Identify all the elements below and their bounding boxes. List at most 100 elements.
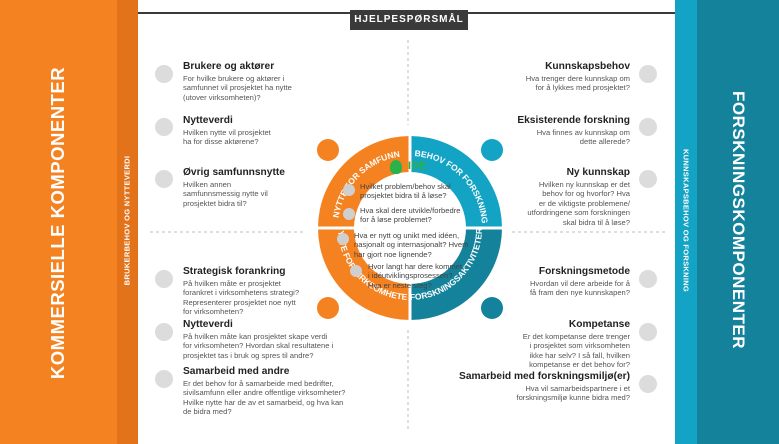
idea-bulb-icon bbox=[390, 160, 402, 174]
item-line: for virksomheten? bbox=[183, 307, 244, 317]
item-line: ikke har selv? I så fall, hvilken bbox=[529, 350, 630, 360]
question-line: for å løse problemet? bbox=[360, 215, 432, 225]
ring-segment-forskning bbox=[410, 136, 502, 228]
item-line: Hvordan vil dere arbeide for å bbox=[529, 279, 630, 288]
item-line: (utover virksomheten)? bbox=[183, 92, 261, 102]
target-icon bbox=[317, 297, 339, 319]
center-question-2: Hva skal dere utvikle/forbedre for å løs… bbox=[360, 206, 460, 225]
item-line: Hva vil samarbeidspartnere i et bbox=[525, 384, 630, 393]
ring-segment-virksomhet bbox=[318, 228, 410, 320]
item-line: Hvilke nytte har de av et samarbeid, og … bbox=[183, 397, 344, 407]
diamond-icon bbox=[155, 118, 173, 136]
item-kunnskapsbehov: Kunnskapsbehov Hva trenger dere kunnskap… bbox=[455, 60, 630, 93]
chess-icon bbox=[155, 270, 173, 288]
handshake-icon bbox=[155, 370, 173, 388]
item-title: Nytteverdi bbox=[183, 319, 233, 330]
item-samfunnsnytte: Øvrig samfunnsnytte Hvilken annen samfun… bbox=[183, 166, 348, 208]
question-line: Hva skal dere utvikle/forbedre bbox=[360, 206, 461, 215]
item-line: På hvilken måte kan prosjektet skape ver… bbox=[183, 332, 328, 341]
question-line: Hva er nytt og unikt med idéen, bbox=[354, 231, 460, 240]
book-icon bbox=[639, 65, 657, 83]
document-icon bbox=[639, 118, 657, 136]
link-icon bbox=[639, 375, 657, 393]
left-subband: BRUKERBEHOV OG NYTTEVERDI bbox=[117, 0, 138, 444]
item-line: Er det behov for å samarbeide med bedrif… bbox=[183, 379, 334, 388]
item-brukere: Brukere og aktører For hvilke brukere og… bbox=[183, 60, 348, 102]
question-line: prosjektet bidra til å løse? bbox=[360, 191, 447, 201]
steps-icon bbox=[350, 265, 362, 277]
right-band: FORSKNINGSKOMPONENTER bbox=[697, 0, 779, 444]
item-line: Representerer prosjektet noe nytt bbox=[183, 297, 296, 307]
item-line: samfunnsmessig nytte vil bbox=[183, 189, 268, 199]
item-line: Hvilken annen bbox=[183, 180, 232, 189]
question-line: i idéutviklingsprosessen? bbox=[368, 271, 453, 281]
right-subband: KUNNSKAPSBEHOV OG FORSKNING bbox=[675, 0, 697, 444]
item-line: i prosjektet som virksomheten bbox=[529, 341, 630, 351]
item-kompetanse: Kompetanse Er det kompetanse dere trenge… bbox=[450, 318, 630, 370]
item-line: Hva trenger dere kunnskap om bbox=[525, 74, 630, 83]
item-line: dette allerede? bbox=[579, 137, 630, 147]
item-ny-kunnskap: Ny kunnskap Hvilken ny kunnskap er det b… bbox=[455, 166, 630, 227]
item-line: Er det kompetanse dere trenger bbox=[522, 332, 630, 341]
item-line: Hvilken ny kunnskap er det bbox=[538, 180, 630, 189]
center-question-4: Hvor langt har dere kommet i idéutviklin… bbox=[368, 262, 462, 290]
item-line: behov for og hvorfor? Hva bbox=[542, 189, 630, 199]
item-forskningsmetode: Forskningsmetode Hvordan vil dere arbeid… bbox=[450, 265, 630, 298]
item-samarbeid-forskning: Samarbeid med forskningsmiljø(er) Hva vi… bbox=[430, 370, 630, 403]
item-title: Nytteverdi bbox=[183, 115, 233, 126]
item-line: forankret i virksomhetens strategi? bbox=[183, 288, 300, 298]
item-samarbeid-andre: Samarbeid med andre Er det behov for å s… bbox=[183, 365, 373, 417]
item-title: Forskningsmetode bbox=[538, 266, 630, 277]
star-icon bbox=[337, 233, 349, 245]
diamond-icon bbox=[155, 323, 173, 341]
question-line: nasjonalt og internasjonalt? Hvem bbox=[354, 240, 469, 250]
microscope-icon bbox=[639, 270, 657, 288]
globe-icon bbox=[155, 170, 173, 188]
question-line: Hva er neste steg? bbox=[368, 280, 432, 290]
ring-segment-aktiviteter bbox=[410, 228, 502, 320]
item-line: utfordringene som forskningen bbox=[527, 208, 630, 218]
item-title: Strategisk forankring bbox=[183, 266, 286, 277]
person-icon bbox=[639, 323, 657, 341]
item-line: Hvilken nytte vil prosjektet bbox=[183, 128, 271, 137]
users-icon bbox=[317, 139, 339, 161]
question-line: Hvor langt har dere kommet bbox=[368, 262, 463, 271]
ring-segment-samfunn bbox=[318, 136, 410, 228]
item-line: På hvilken måte er prosjektet bbox=[183, 279, 281, 288]
item-line: prosjektet tas i bruk og spres til andre… bbox=[183, 350, 314, 360]
item-line: få fram den nye kunnskapen? bbox=[529, 288, 630, 298]
idea-ring: NYTTE FOR SAMFUNN BEHOV FOR FORSKNING FO… bbox=[300, 118, 506, 324]
item-line: ha for disse aktørene? bbox=[183, 137, 259, 147]
idea-title: IDÉ bbox=[408, 160, 427, 172]
item-line: kompetanse er det behov for? bbox=[529, 360, 630, 370]
item-title: Samarbeid med andre bbox=[183, 366, 290, 377]
item-title: Kunnskapsbehov bbox=[545, 61, 630, 72]
item-line: for å lykkes med prosjektet? bbox=[535, 83, 630, 93]
item-line: prosjektet bidra til? bbox=[183, 198, 247, 208]
item-eksisterende: Eksisterende forskning Hva finnes av kun… bbox=[455, 114, 630, 147]
item-line: Hva finnes av kunnskap om bbox=[536, 128, 630, 137]
item-title: Brukere og aktører bbox=[183, 61, 275, 72]
header-title: HJELPESPØRSMÅL bbox=[350, 10, 468, 30]
item-title: Eksisterende forskning bbox=[517, 115, 630, 126]
item-title: Kompetanse bbox=[568, 319, 630, 330]
question-line: har gjort noe lignende? bbox=[354, 249, 432, 259]
flask-icon bbox=[481, 297, 503, 319]
item-strategisk: Strategisk forankring På hvilken måte er… bbox=[183, 265, 353, 317]
item-line: de bidra med? bbox=[183, 407, 232, 417]
item-line: For hvilke brukere og aktører i bbox=[183, 74, 285, 83]
item-line: sivilsamfunn eller andre offentlige virk… bbox=[183, 388, 346, 398]
center-question-1: Hvilket problem/behov skal prosjektet bi… bbox=[360, 182, 451, 201]
people-icon bbox=[155, 65, 173, 83]
left-band: KOMMERSIELLE KOMPONENTER bbox=[0, 0, 117, 444]
item-nytteverdi-samfunn: Nytteverdi Hvilken nytte vil prosjektet … bbox=[183, 114, 348, 147]
item-title: Samarbeid med forskningsmiljø(er) bbox=[459, 371, 630, 382]
question-icon bbox=[343, 184, 355, 196]
question-line: Hvilket problem/behov skal bbox=[360, 182, 451, 191]
glasses-icon bbox=[481, 139, 503, 161]
wrench-icon bbox=[343, 208, 355, 220]
item-title: Ny kunnskap bbox=[566, 167, 630, 178]
item-line: forskningsmiljø kunne bidra med? bbox=[516, 393, 630, 403]
item-line: samfunnet vil prosjektet ha nytte bbox=[183, 83, 292, 93]
